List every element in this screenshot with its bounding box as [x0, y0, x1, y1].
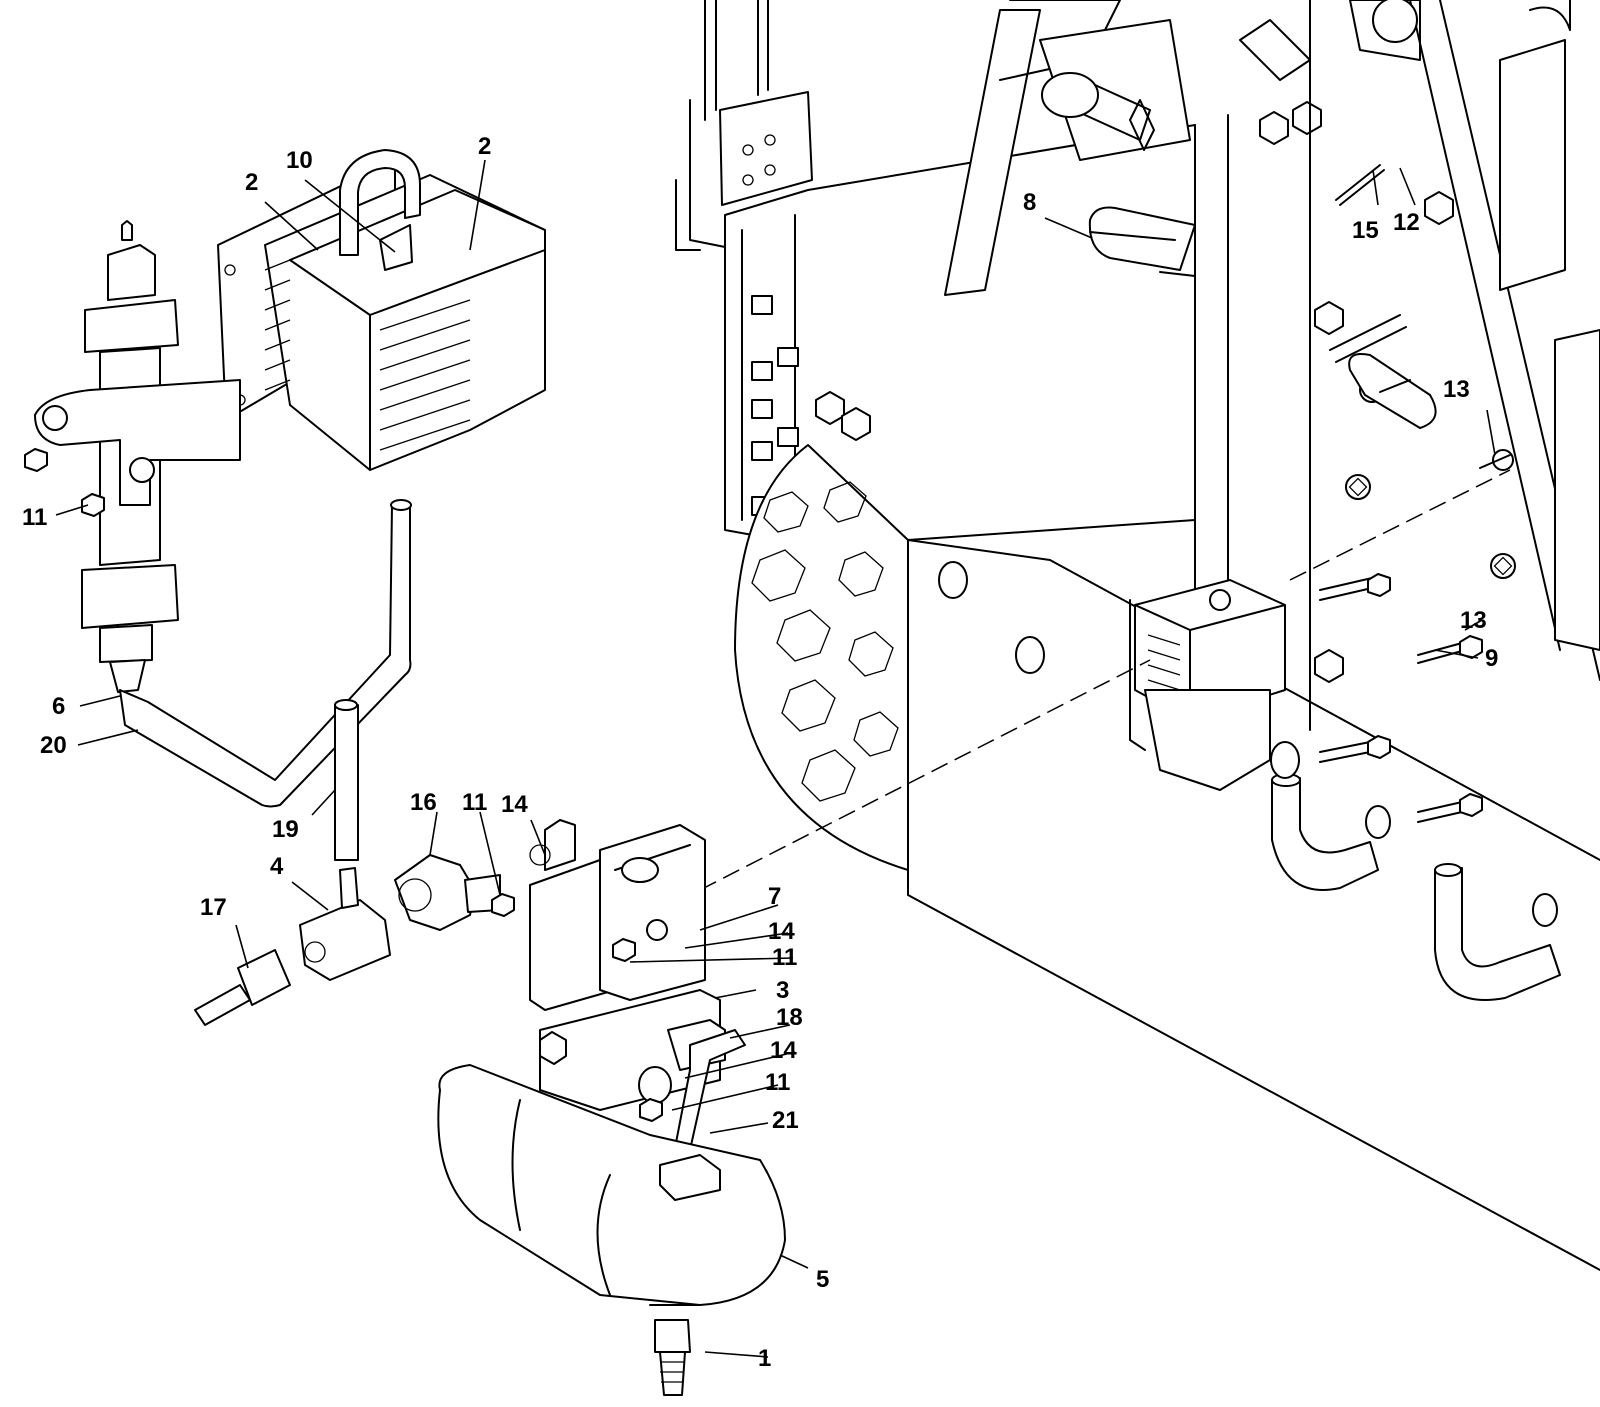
callout-14-fitting: 14 — [501, 791, 528, 818]
callout-13-lower: 13 — [1460, 607, 1487, 634]
callout-11-fitting: 11 — [462, 789, 487, 816]
hoses — [119, 499, 412, 861]
callout-10: 10 — [286, 147, 313, 174]
machine-frame — [675, 0, 1600, 1271]
callout-2-right: 2 — [478, 133, 491, 160]
callout-2-left: 2 — [245, 169, 258, 196]
callout-14-lower: 14 — [770, 1037, 797, 1064]
assembly-line — [699, 659, 1151, 891]
callout-11-lower: 11 — [765, 1069, 790, 1096]
heat-sink-assembly — [217, 149, 546, 471]
callout-19: 19 — [272, 816, 299, 843]
callout-6: 6 — [52, 693, 65, 720]
callout-3: 3 — [776, 977, 789, 1004]
callout-4: 4 — [270, 853, 284, 880]
callout-7: 7 — [768, 883, 781, 910]
callout-14-bracket: 14 — [768, 918, 795, 945]
callout-15: 15 — [1352, 217, 1379, 244]
callout-17: 17 — [200, 894, 227, 921]
fittings — [194, 854, 515, 1026]
callout-5: 5 — [816, 1266, 829, 1293]
callout-1: 1 — [758, 1345, 771, 1372]
tank — [437, 1064, 786, 1396]
callout-12: 12 — [1393, 209, 1420, 236]
callout-20: 20 — [40, 732, 67, 759]
solenoid-valve — [24, 220, 241, 693]
callout-8: 8 — [1023, 189, 1036, 216]
callout-21: 21 — [772, 1107, 799, 1134]
callout-labels: 1 2 2 3 4 5 6 7 8 9 10 11 11 11 11 12 13… — [22, 133, 1498, 1372]
callout-18: 18 — [776, 1004, 803, 1031]
bracket-assembly — [529, 819, 746, 1151]
callout-11-bracket: 11 — [772, 944, 797, 971]
assembly-line-2 — [1289, 469, 1511, 581]
leader-lines — [55, 159, 1496, 1358]
callout-9: 9 — [1485, 645, 1498, 672]
callout-11-left: 11 — [22, 504, 47, 531]
callout-16: 16 — [410, 789, 437, 816]
callout-13-upper: 13 — [1443, 376, 1470, 403]
tire — [734, 444, 909, 871]
